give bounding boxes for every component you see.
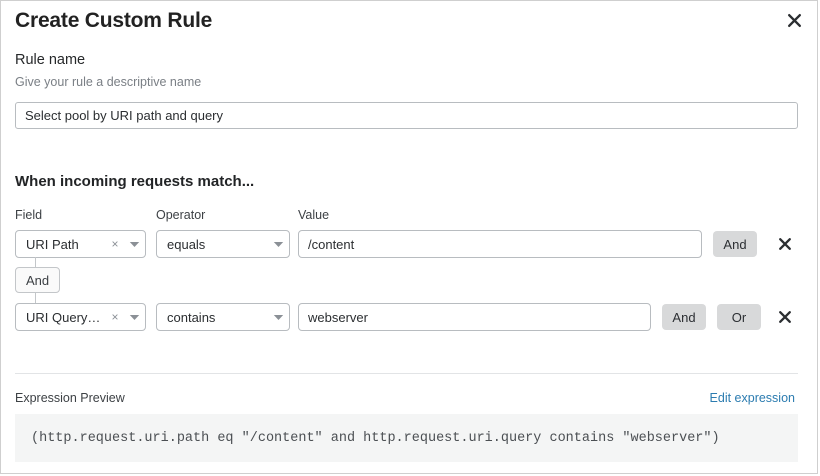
rule-name-help-text: Give your rule a descriptive name: [15, 75, 202, 89]
close-icon[interactable]: [781, 7, 807, 33]
condition-row: URI Query St... × contains And Or: [1, 303, 817, 333]
operator-select-2[interactable]: contains: [156, 303, 290, 331]
section-divider: [15, 373, 798, 374]
operator-select-1[interactable]: equals: [156, 230, 290, 258]
column-label-field: Field: [15, 208, 43, 222]
chevron-down-icon[interactable]: [267, 314, 289, 321]
clear-icon[interactable]: ×: [111, 310, 119, 324]
delete-condition-button-1[interactable]: [775, 230, 795, 258]
operator-select-1-value: equals: [167, 236, 206, 252]
value-input-1[interactable]: [298, 230, 702, 258]
field-select-1-value: URI Path: [26, 236, 79, 252]
chevron-down-icon[interactable]: [123, 241, 145, 248]
rule-name-input[interactable]: [15, 102, 798, 129]
connector-line-bottom: [35, 293, 36, 303]
clear-icon[interactable]: ×: [111, 237, 119, 251]
chevron-down-icon[interactable]: [267, 241, 289, 248]
connector-line-top: [35, 257, 36, 267]
or-button-2[interactable]: Or: [717, 304, 761, 330]
edit-expression-link[interactable]: Edit expression: [709, 391, 795, 405]
field-select-2[interactable]: URI Query St... ×: [15, 303, 146, 331]
conditions-heading: When incoming requests match...: [15, 173, 255, 190]
connector-and-badge[interactable]: And: [15, 267, 61, 293]
chevron-down-icon[interactable]: [123, 314, 145, 321]
field-select-2-value: URI Query St...: [26, 309, 107, 325]
column-label-operator: Operator: [156, 208, 206, 222]
and-button-2[interactable]: And: [662, 304, 706, 330]
operator-select-2-value: contains: [167, 309, 216, 325]
field-select-1[interactable]: URI Path ×: [15, 230, 146, 258]
column-label-value: Value: [298, 208, 330, 222]
expression-preview-box: (http.request.uri.path eq "/content" and…: [15, 414, 798, 462]
condition-row: URI Path × equals And: [1, 230, 817, 260]
delete-condition-button-2[interactable]: [775, 303, 795, 331]
expression-preview-text: (http.request.uri.path eq "/content" and…: [31, 430, 720, 446]
expression-preview-label: Expression Preview: [15, 391, 125, 405]
dialog-title: Create Custom Rule: [15, 9, 213, 32]
value-input-2[interactable]: [298, 303, 651, 331]
rule-name-label: Rule name: [15, 52, 86, 68]
and-button-1[interactable]: And: [713, 231, 757, 257]
condition-connector: And: [15, 257, 155, 305]
